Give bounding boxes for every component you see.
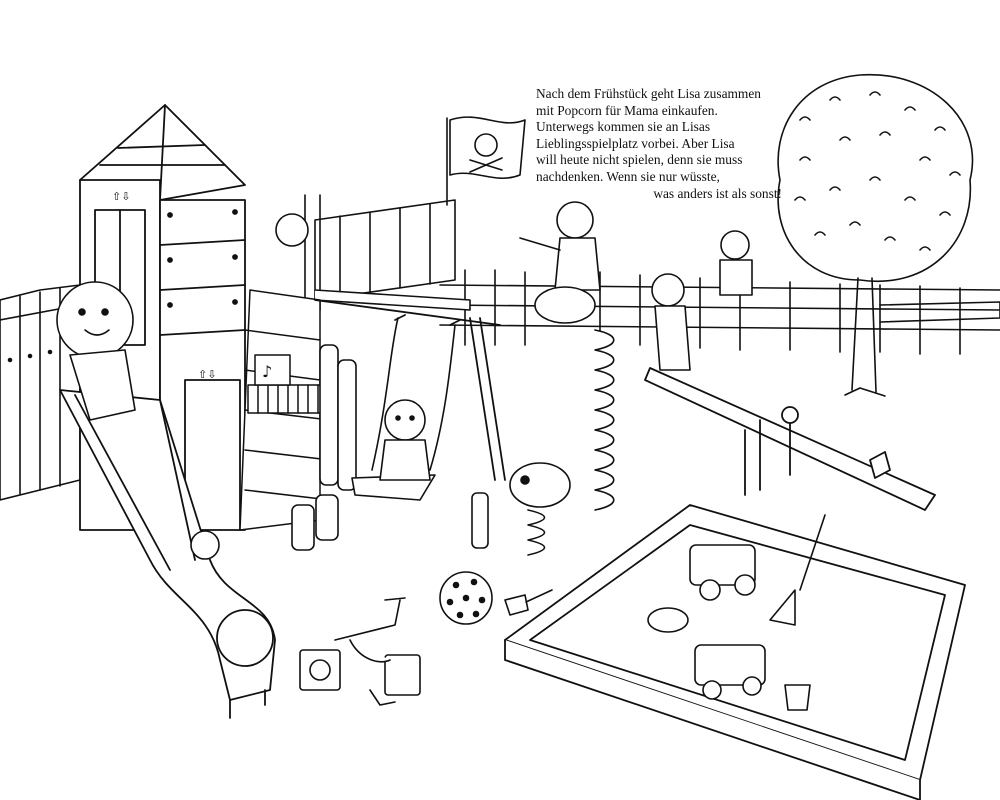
svg-text:⇧⇩: ⇧⇩ bbox=[112, 190, 130, 203]
seesaw bbox=[644, 367, 936, 511]
svg-text:♪: ♪ bbox=[262, 362, 272, 381]
sandbox-toys bbox=[647, 514, 826, 711]
stairs: ♪ bbox=[239, 289, 334, 531]
story-line: was anders ist als sonst! bbox=[653, 185, 782, 201]
spring-rider-dog bbox=[509, 462, 571, 556]
tree bbox=[777, 73, 974, 397]
hand-shovel bbox=[504, 589, 553, 616]
story-line: Unterwegs kommen sie an Lisas bbox=[536, 119, 711, 135]
ball bbox=[439, 571, 493, 625]
wooden-posts bbox=[291, 344, 489, 551]
swing-frame bbox=[314, 299, 506, 481]
pirate-flag bbox=[446, 116, 526, 206]
svg-text:⇧⇩: ⇧⇩ bbox=[198, 368, 216, 381]
story-line: will heute nicht spielen, denn sie muss bbox=[536, 152, 743, 168]
story-line: Lieblingsspielplatz vorbei. Aber Lisa bbox=[536, 135, 735, 151]
story-line: nachdenken. Wenn sie nur wüsste, bbox=[536, 168, 720, 184]
story-text: Nach dem Frühstück geht Lisa zusammen mi… bbox=[536, 86, 782, 202]
bear-character bbox=[56, 281, 136, 421]
platform-railing bbox=[304, 194, 471, 311]
swing bbox=[351, 317, 456, 501]
story-line: Nach dem Frühstück geht Lisa zusammen bbox=[536, 86, 761, 101]
story-line: mit Popcorn für Mama einkaufen. bbox=[536, 102, 718, 118]
tricycle bbox=[299, 597, 421, 706]
sandbox bbox=[504, 504, 966, 800]
slide bbox=[59, 389, 276, 719]
spring-rider-bird bbox=[534, 286, 615, 511]
